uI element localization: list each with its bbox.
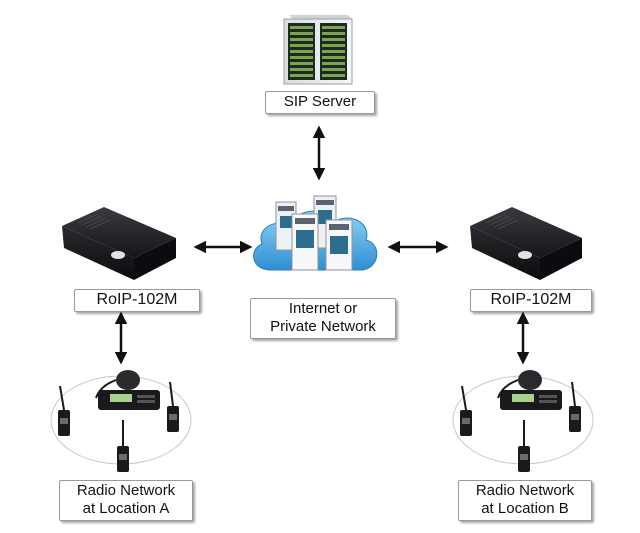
handheld-radio-icon	[460, 385, 472, 436]
network-label: Internet or Private Network	[250, 298, 396, 339]
network-label-line2: Private Network	[270, 318, 376, 335]
server-rack-icon	[283, 15, 353, 85]
roip-left-label-text: RoIP-102M	[96, 291, 178, 308]
handheld-radio-icon	[167, 381, 179, 432]
radio-b-label-line1: Radio Network	[475, 482, 575, 499]
sip-server-label-text: SIP Server	[283, 93, 357, 110]
roip-right-label: RoIP-102M	[470, 289, 592, 312]
roip-gateway-icon-right	[470, 207, 582, 280]
mobile-radio-icon	[95, 370, 160, 410]
arrows	[114, 125, 530, 365]
radio-network-a-icon	[50, 370, 192, 472]
cloud-servers-icon	[253, 195, 378, 271]
handheld-radio-icon	[569, 381, 581, 432]
handheld-radio-icon	[117, 420, 129, 472]
handheld-radio-icon	[518, 420, 530, 472]
radio-b-label-line2: at Location B	[481, 500, 569, 517]
handheld-radio-icon	[58, 385, 70, 436]
mobile-radio-icon	[497, 370, 562, 410]
roip-right-label-text: RoIP-102M	[490, 291, 572, 308]
sip-server-label: SIP Server	[265, 91, 375, 114]
radio-a-label-line2: at Location A	[82, 500, 170, 517]
radio-a-label-line1: Radio Network	[76, 482, 176, 499]
network-label-line1: Internet or	[288, 300, 358, 317]
radio-network-b-icon	[452, 370, 594, 472]
radio-network-b-label: Radio Network at Location B	[458, 480, 592, 521]
radio-network-a-label: Radio Network at Location A	[59, 480, 193, 521]
roip-left-label: RoIP-102M	[74, 289, 200, 312]
roip-gateway-icon-left	[62, 207, 176, 280]
